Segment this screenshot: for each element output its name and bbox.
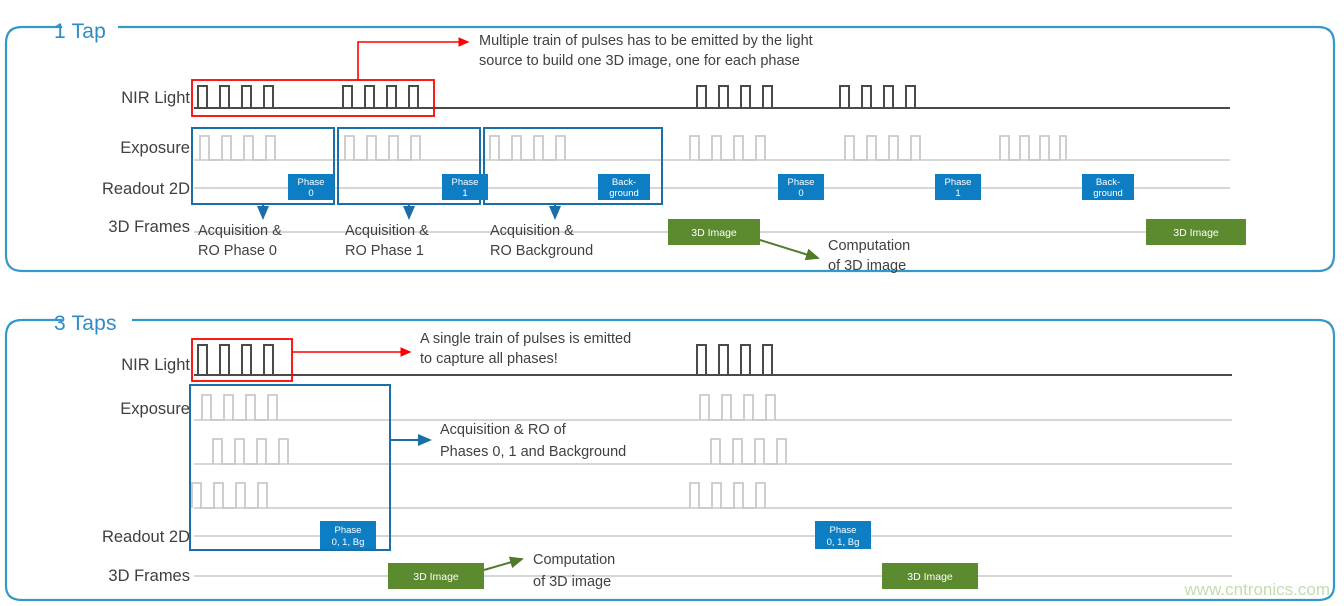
label-readout-2d-3taps: Readout 2D (102, 528, 190, 546)
chip-line1: Phase (298, 177, 325, 188)
panel-three-taps-frame (4, 318, 1336, 602)
chip-line2: ground (1093, 188, 1123, 199)
chip-line2: 0 (798, 188, 803, 199)
watermark: www.cntronics.com (1184, 580, 1330, 599)
callout-leader-1tap (357, 37, 470, 80)
computation-arrow-3taps (483, 556, 524, 571)
readout-chip-phases-a-3taps[interactable]: Phase 0, 1, Bg (320, 521, 376, 549)
label-exposure-3taps: Exposure (120, 400, 190, 418)
label-3d-frames-1tap: 3D Frames (108, 218, 190, 236)
acquisition-group-box-phase1 (337, 127, 481, 205)
chip-line1: Phase (788, 177, 815, 188)
chip-line2: 0 (308, 188, 313, 199)
readout-chip-background-b[interactable]: Back- ground (1082, 174, 1134, 200)
callout-line2-1tap: source to build one 3D image, one for ea… (479, 53, 800, 69)
nir-highlight-box-1tap (191, 79, 435, 117)
readout-chip-phase1-a[interactable]: Phase 1 (442, 174, 488, 200)
computation-note-line2-1tap: of 3D image (828, 258, 906, 274)
computation-note-line1-3taps: Computation (533, 552, 615, 568)
nir-light-waveform-1tap (197, 85, 916, 109)
panel-one-tap: 1 Tap NIR Light Exposure Readout 2D 3D F… (4, 20, 1336, 274)
chip-line2: 1 (462, 188, 467, 199)
frame-box-3d-image-2-3taps[interactable]: 3D Image (882, 563, 978, 589)
exposure-waveform-row3-3taps (191, 482, 766, 509)
chip-line1: Back- (1096, 177, 1120, 188)
frame-box-label: 3D Image (907, 571, 953, 583)
readout-chip-phase1-b[interactable]: Phase 1 (935, 174, 981, 200)
nir-highlight-box-3taps (191, 338, 293, 382)
acquisition-note-line2-3taps: Phases 0, 1 and Background (440, 444, 626, 460)
computation-arrow-1tap (759, 239, 820, 261)
exposure-waveform-1tap (199, 135, 1067, 161)
label-exposure-1tap: Exposure (120, 139, 190, 157)
frame-box-3d-image-2[interactable]: 3D Image (1146, 219, 1246, 245)
panel-three-taps: 3 Taps NIR Light Exposure Readout 2D 3D … (4, 312, 1336, 602)
label-nir-light-1tap: NIR Light (121, 89, 190, 107)
panel-one-tap-title: 1 Tap (54, 20, 106, 43)
acq-caption-1-line2: RO Phase 1 (345, 243, 424, 259)
acquisition-note-line1-3taps: Acquisition & RO of (440, 422, 567, 438)
exposure-waveform-row1-3taps (201, 394, 776, 421)
acquisition-group-box-phase0 (191, 127, 335, 205)
label-readout-2d-1tap: Readout 2D (102, 180, 190, 198)
acq-caption-0-line2: RO Phase 0 (198, 243, 277, 259)
frame-box-label: 3D Image (691, 227, 737, 239)
callout-line2-3taps: to capture all phases! (420, 351, 558, 367)
frame-box-label: 3D Image (1173, 227, 1219, 239)
callout-line1-3taps: A single train of pulses is emitted (420, 331, 631, 347)
readout-chip-phase0-b[interactable]: Phase 0 (778, 174, 824, 200)
label-3d-frames-3taps: 3D Frames (108, 567, 190, 585)
acq-caption-0-line1: Acquisition & (198, 223, 282, 239)
readout-chip-phase0-a[interactable]: Phase 0 (288, 174, 334, 200)
chip-line2: 0, 1, Bg (332, 537, 365, 548)
chip-line1: Phase (335, 525, 362, 536)
acq-caption-2-line2: RO Background (490, 243, 593, 259)
chip-line1: Phase (452, 177, 479, 188)
nir-light-waveform-3taps (197, 344, 773, 376)
label-nir-light-3taps: NIR Light (121, 356, 190, 374)
chip-line2: ground (609, 188, 639, 199)
panel-one-tap-frame (4, 25, 1336, 273)
acquisition-group-box-3taps (189, 384, 391, 551)
chip-line1: Back- (612, 177, 636, 188)
acq-caption-2-line1: Acquisition & (490, 223, 574, 239)
computation-note-line2-3taps: of 3D image (533, 574, 611, 590)
acquisition-group-box-background (483, 127, 663, 205)
computation-note-line1-1tap: Computation (828, 238, 910, 254)
readout-chip-background-a[interactable]: Back- ground (598, 174, 650, 200)
frame-box-3d-image-1[interactable]: 3D Image (668, 219, 760, 245)
exposure-waveform-row2-3taps (212, 438, 787, 465)
chip-line1: Phase (830, 525, 857, 536)
readout-chip-phases-b-3taps[interactable]: Phase 0, 1, Bg (815, 521, 871, 549)
panel-three-taps-title: 3 Taps (54, 312, 117, 335)
frame-box-label: 3D Image (413, 571, 459, 583)
chip-line1: Phase (945, 177, 972, 188)
acq-caption-1-line1: Acquisition & (345, 223, 429, 239)
frame-box-3d-image-1-3taps[interactable]: 3D Image (388, 563, 484, 589)
chip-line2: 0, 1, Bg (827, 537, 860, 548)
chip-line2: 1 (955, 188, 960, 199)
callout-line1-1tap: Multiple train of pulses has to be emitt… (479, 33, 813, 49)
